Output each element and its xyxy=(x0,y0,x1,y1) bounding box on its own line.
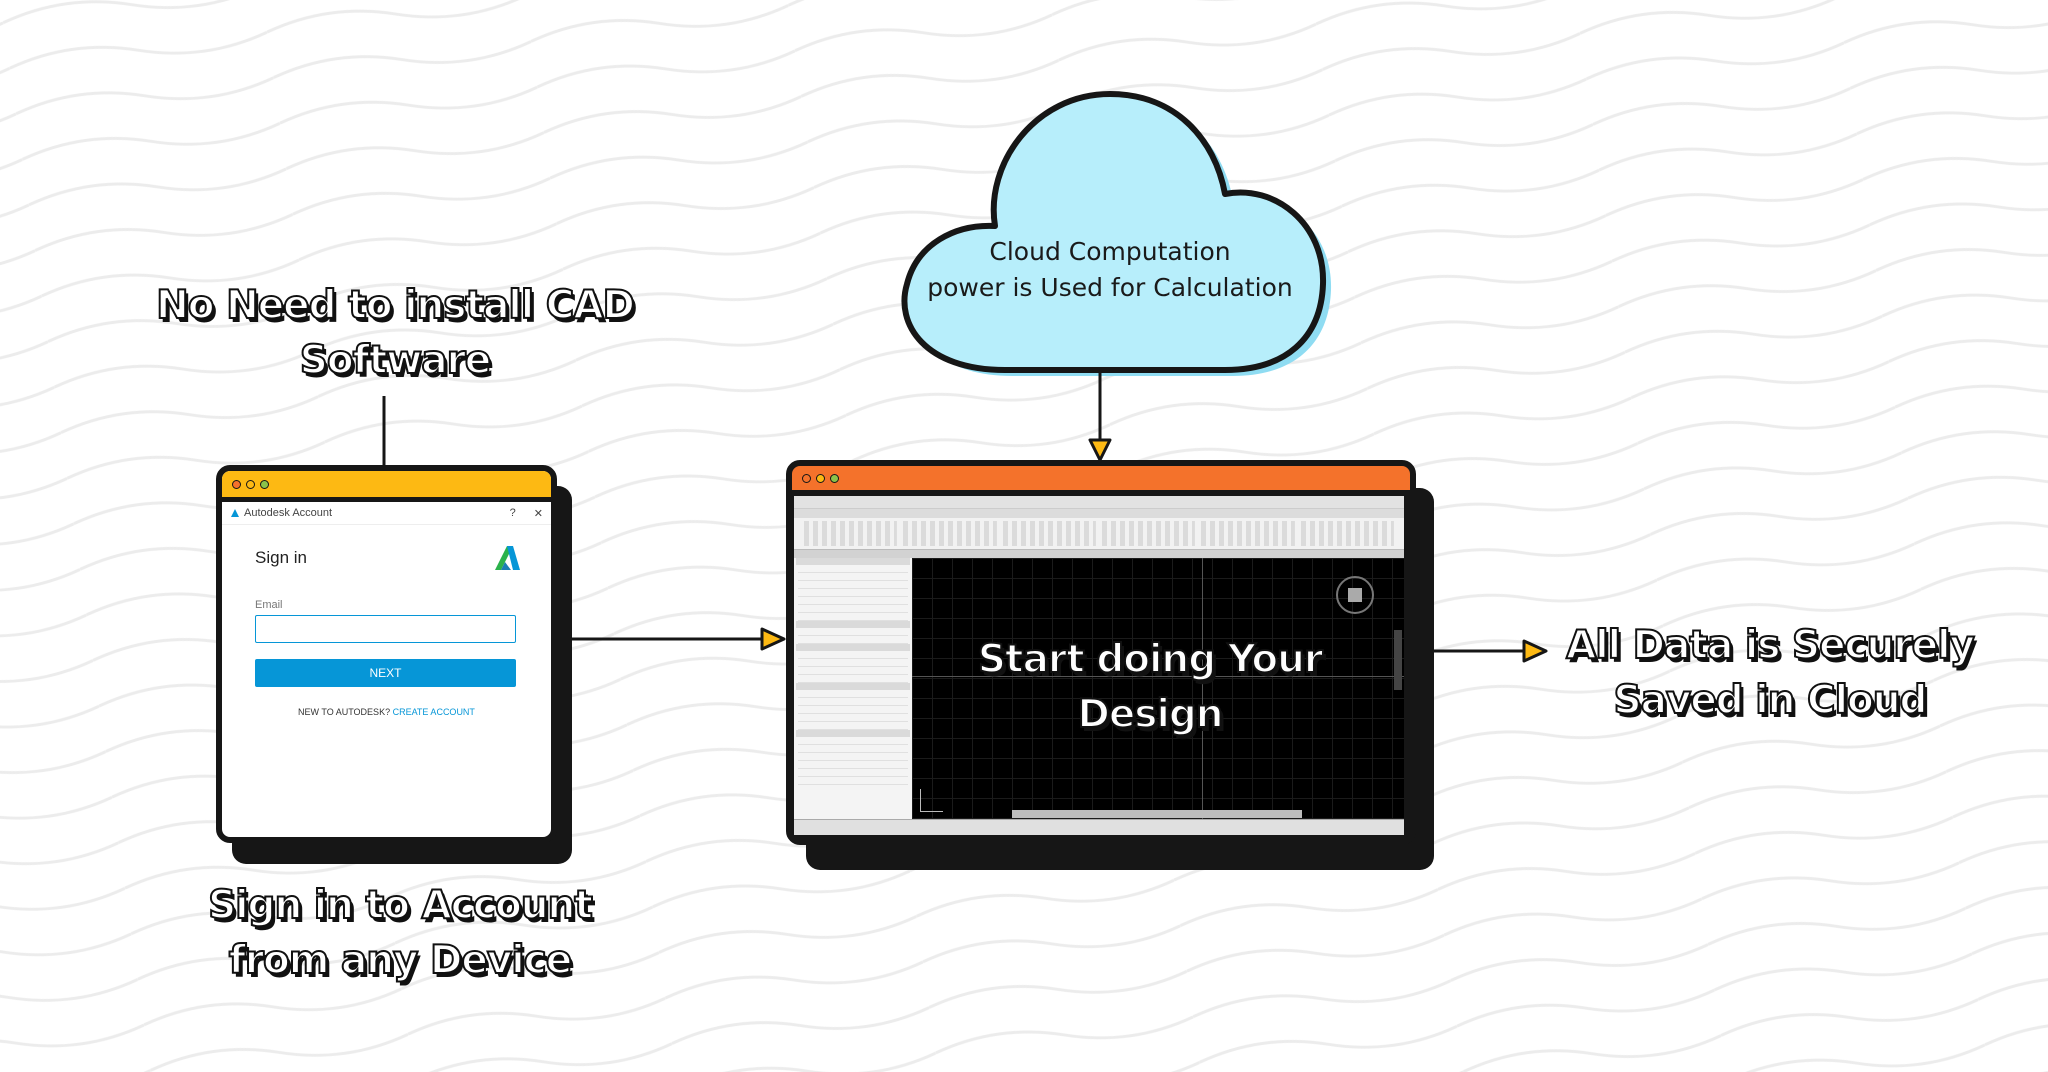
email-field[interactable] xyxy=(255,615,516,643)
cad-drawing-canvas[interactable] xyxy=(912,558,1404,820)
new-to-autodesk-text: NEW TO AUTODESK? xyxy=(298,707,391,717)
autodesk-logo-icon xyxy=(495,546,520,570)
cloud-computation-label: Cloud Computation power is Used for Calc… xyxy=(927,237,1293,302)
login-titlebar: Autodesk Account ? ✕ xyxy=(222,502,551,525)
cloud-shape xyxy=(901,91,1332,376)
viewcube-icon[interactable] xyxy=(1336,576,1374,614)
create-account-link[interactable]: CREATE ACCOUNT xyxy=(392,707,475,717)
cad-ribbon-tabs[interactable] xyxy=(794,509,1404,518)
cad-document-tabs[interactable] xyxy=(794,550,1404,558)
login-title: Autodesk Account xyxy=(244,507,333,519)
command-line[interactable] xyxy=(1012,810,1302,818)
start-design-label: Start doing Your Design xyxy=(977,636,1324,738)
ribbon-group[interactable] xyxy=(903,521,997,546)
email-label: Email xyxy=(255,599,283,611)
window-dot-icon[interactable] xyxy=(830,473,839,483)
create-account-row: NEW TO AUTODESK? CREATE ACCOUNT xyxy=(222,707,551,717)
arrow-cad-to-secure xyxy=(1416,639,1548,663)
ribbon-group[interactable] xyxy=(1002,521,1096,546)
ribbon-group[interactable] xyxy=(804,521,898,546)
login-window: Autodesk Account ? ✕ Sign in Email NEXT … xyxy=(216,465,557,843)
crosshair xyxy=(912,676,1404,677)
login-window-bar xyxy=(222,471,551,502)
ribbon-group[interactable] xyxy=(1300,521,1394,546)
autocad-screen-icon xyxy=(794,496,1404,835)
secure-cloud-label: All Data is Securely Saved in Cloud xyxy=(1565,622,1976,724)
no-install-label: No Need to install CAD Software xyxy=(155,282,636,384)
window-dot-icon[interactable] xyxy=(802,473,811,483)
ucs-icon xyxy=(920,789,943,812)
window-dot-icon[interactable] xyxy=(232,479,241,489)
ribbon-group[interactable] xyxy=(1101,521,1196,546)
arrow-login-to-cad xyxy=(552,627,786,651)
cad-ribbon[interactable] xyxy=(794,518,1404,550)
ribbon-group[interactable] xyxy=(1201,521,1295,546)
help-icon[interactable]: ? xyxy=(509,507,516,519)
cad-status-bar[interactable] xyxy=(794,819,1404,835)
cad-quick-access-bar[interactable] xyxy=(794,496,1404,509)
sign-in-heading: Sign in xyxy=(255,548,307,567)
window-dot-icon[interactable] xyxy=(816,473,825,483)
next-button[interactable]: NEXT xyxy=(255,659,516,687)
window-dot-icon[interactable] xyxy=(246,479,255,489)
cad-properties-panel[interactable] xyxy=(794,558,913,820)
sign-in-device-label: Sign in to Account from any Device xyxy=(207,882,594,984)
crosshair xyxy=(1202,558,1203,820)
cad-window-bar xyxy=(792,466,1410,490)
close-icon[interactable]: ✕ xyxy=(533,507,543,520)
arrow-cloud-to-cad xyxy=(1088,372,1112,462)
window-dot-icon[interactable] xyxy=(260,479,269,489)
autodesk-small-icon xyxy=(231,509,239,517)
navigation-bar[interactable] xyxy=(1394,630,1402,690)
